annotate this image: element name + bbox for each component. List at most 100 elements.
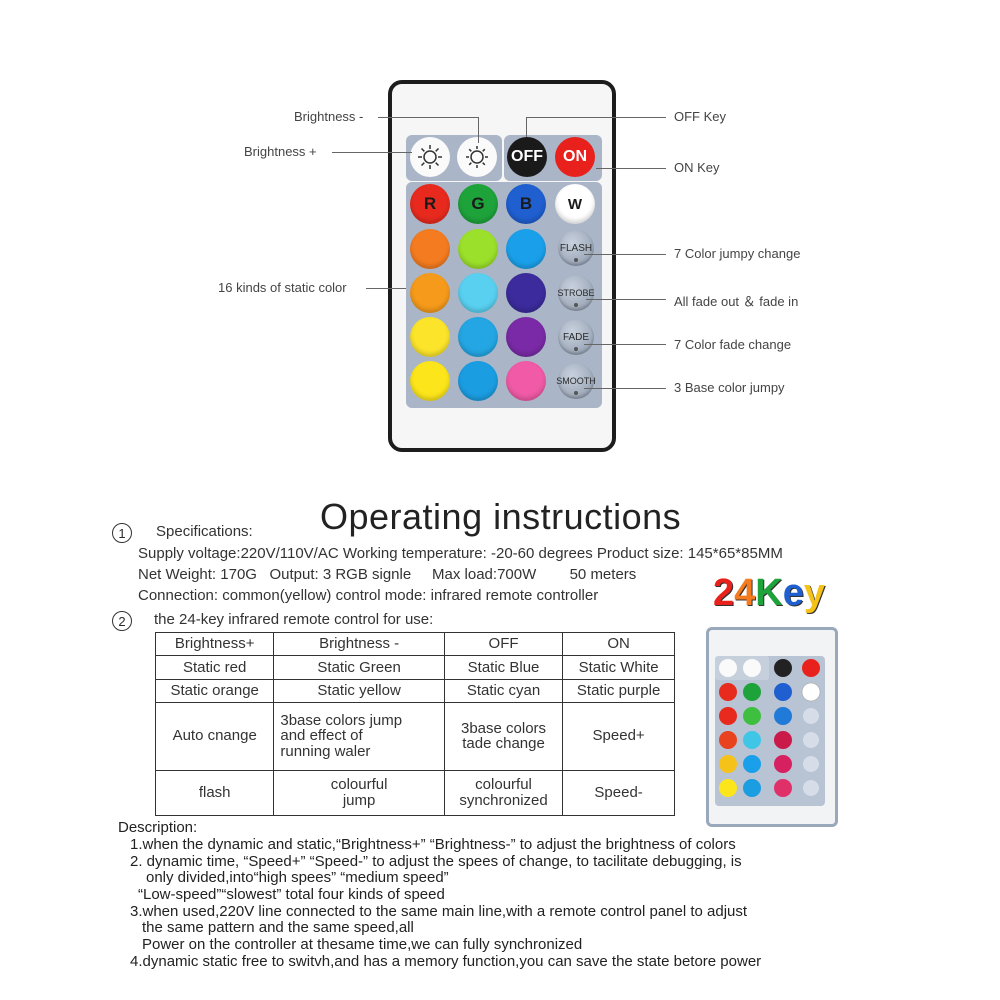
callout-line (596, 168, 666, 169)
amber-button[interactable] (410, 273, 450, 313)
table-cell: Static purple (562, 678, 675, 704)
indigo-button[interactable] (506, 273, 546, 313)
table-row: Static orange Static yellow Static cyan … (154, 678, 675, 704)
smooth-label: SMOOTH (556, 376, 596, 386)
table-cell: OFF (443, 631, 564, 657)
off-key-callout: OFF Key (674, 109, 727, 124)
callout-line (584, 344, 666, 345)
mini-remote-keys (715, 656, 825, 806)
spec-line-3: Connection: common(yellow) control mode:… (138, 587, 599, 604)
mini-remote-image (706, 627, 838, 827)
brightness-up-callout: Brightness + (244, 144, 317, 159)
table-row: Auto cnange 3base colors jump and effect… (154, 702, 675, 771)
callout-line (478, 117, 479, 143)
fade-button[interactable]: FADE (558, 319, 594, 355)
description-line: the same pattern and the same speed,all (142, 919, 414, 936)
strobe-callout: All fade out ＆ fade in (674, 294, 799, 309)
table-cell: 3base colors jump and effect of running … (273, 702, 445, 771)
callout-line (586, 299, 666, 300)
flash-callout: 7 Color jumpy change (674, 246, 801, 261)
callout-line (584, 254, 666, 255)
spec-line-2: Net Weight: 170G Output: 3 RGB signle Ma… (138, 566, 637, 583)
description-line: 4.dynamic static free to switvh,and has … (130, 953, 762, 970)
page-title: Operating instructions (320, 496, 682, 537)
cyan-button[interactable] (458, 361, 498, 401)
table-row: Static red Static Green Static Blue Stat… (154, 655, 675, 680)
description-line: Power on the controller at thesame time,… (142, 936, 583, 953)
table-cell: Static cyan (443, 678, 564, 704)
table-cell: 3base colors tade change (443, 702, 564, 771)
callout-line (584, 388, 666, 389)
table-row: flash colourful jump colourful synchroni… (154, 769, 675, 817)
table-cell: Static red (154, 655, 275, 680)
section1-title: Specifications: (156, 523, 253, 540)
azure-button[interactable] (506, 229, 546, 269)
brand-letter: e (782, 572, 804, 614)
section2-number: 2 (112, 611, 132, 631)
light-cyan-button[interactable] (458, 273, 498, 313)
brightness-down-callout: Brightness - (294, 109, 364, 124)
on-button[interactable]: ON (555, 137, 595, 177)
orange-button[interactable] (410, 229, 450, 269)
table-cell: colourful synchronized (443, 769, 564, 817)
brand-text: 24Key (713, 572, 825, 614)
table-cell: Speed- (562, 769, 675, 817)
section1-number: 1 (112, 523, 132, 543)
brand-24key: 24Key (713, 572, 825, 615)
table-cell: Brightness+ (154, 631, 275, 657)
brand-letter: 4 (734, 572, 756, 614)
table-cell: Static orange (154, 678, 275, 704)
brand-letter: y (803, 572, 826, 614)
brightness-up-button[interactable] (410, 137, 450, 177)
table-cell: Static Blue (443, 655, 564, 680)
bright-yellow-button[interactable] (410, 361, 450, 401)
green-button[interactable]: G (458, 184, 498, 224)
blue-button[interactable]: B (506, 184, 546, 224)
table-cell: Brightness - (273, 631, 445, 657)
section2-title: the 24-key infrared remote control for u… (154, 611, 434, 628)
table-cell: Static Green (273, 655, 445, 680)
callout-line (332, 152, 412, 153)
table-row: Brightness+ Brightness - OFF ON (154, 631, 675, 657)
table-cell: Auto cnange (154, 702, 275, 771)
remote-control: OFF ON R G B W FLASH STROBE FADE SMOOTH (388, 80, 616, 452)
smooth-callout: 3 Base color jumpy (674, 380, 785, 395)
description-line: 2. dynamic time, “Speed+” “Speed-” to ad… (130, 853, 742, 870)
table-cell: flash (154, 769, 275, 817)
description-line: 1.when the dynamic and static,“Brightnes… (130, 836, 736, 853)
white-button[interactable]: W (555, 184, 595, 224)
red-button[interactable]: R (410, 184, 450, 224)
flash-button[interactable]: FLASH (558, 230, 594, 266)
off-button[interactable]: OFF (507, 137, 547, 177)
on-key-callout: ON Key (674, 160, 720, 175)
flash-label: FLASH (559, 242, 593, 254)
callout-line (378, 117, 478, 118)
description-line: “Low-speed”“slowest” total four kinds of… (138, 886, 445, 903)
lime-button[interactable] (458, 229, 498, 269)
brand-letter: K (755, 572, 783, 614)
callout-line (526, 117, 527, 137)
description-line: 3.when used,220V line connected to the s… (130, 903, 748, 920)
callout-line (526, 117, 666, 118)
pink-button[interactable] (506, 361, 546, 401)
fade-callout: 7 Color fade change (674, 337, 792, 352)
brand-letter: 2 (713, 572, 735, 614)
sky-blue-button[interactable] (458, 317, 498, 357)
table-cell: colourful jump (273, 769, 445, 817)
yellow-button[interactable] (410, 317, 450, 357)
brightness-down-button[interactable] (457, 137, 497, 177)
strobe-button[interactable]: STROBE (558, 275, 595, 311)
description-line: only divided,into“high spees” “medium sp… (146, 869, 449, 886)
table-cell: Static yellow (273, 678, 445, 704)
purple-button[interactable] (506, 317, 546, 357)
callout-line (366, 288, 406, 289)
fade-label: FADE (562, 331, 590, 343)
table-cell: ON (562, 631, 675, 657)
static-colors-callout: 16 kinds of static color (218, 280, 347, 295)
key-function-table: Brightness+ Brightness - OFF ON Static r… (154, 631, 675, 817)
sun-up-icon (418, 145, 442, 169)
smooth-button[interactable]: SMOOTH (556, 363, 596, 399)
table-cell: Static White (562, 655, 675, 680)
table-cell: Speed+ (562, 702, 675, 771)
description-title: Description: (118, 819, 198, 836)
